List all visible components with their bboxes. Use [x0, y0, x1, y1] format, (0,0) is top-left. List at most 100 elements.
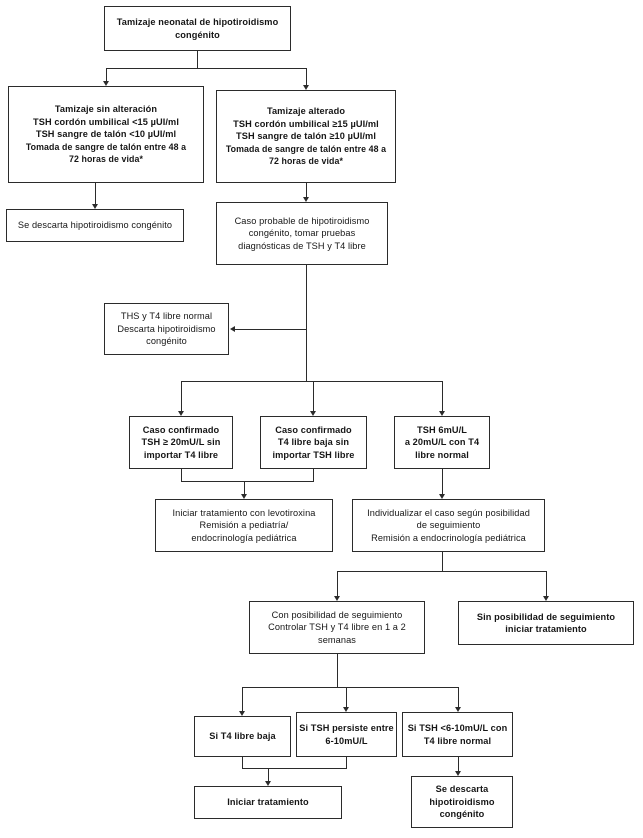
connector-split-resultados	[242, 687, 458, 688]
node-line: Tomada de sangre de talón entre 48 a	[225, 143, 387, 154]
node-line: congénito	[439, 809, 485, 820]
node-line: Descarta hipotiroidismo	[117, 323, 216, 334]
node-line: 72 horas de vida*	[268, 156, 344, 167]
connector-n7-down	[181, 469, 182, 481]
node-line: TSH cordón umbilical <15 µUI/ml	[33, 116, 179, 127]
connector-n12-down	[337, 654, 338, 687]
connector-n8-down	[313, 469, 314, 481]
connector-branch-n15	[346, 687, 347, 707]
node-line: Si TSH <6-10mU/L con	[407, 723, 508, 734]
node-sin-posibilidad-seguimiento: Sin posibilidad de seguimiento iniciar t…	[458, 601, 634, 645]
node-line: TSH sangre de talón ≥10 µUI/ml	[236, 131, 376, 142]
node-line: Se descarta	[435, 784, 489, 795]
node-line: TSH 6mU/L	[417, 424, 467, 435]
connector-merge-n17	[242, 768, 347, 769]
node-line: importar T4 libre	[143, 449, 219, 460]
node-line: Caso confirmado	[142, 424, 220, 435]
connector-to-n3	[306, 68, 307, 85]
arrow-to-n13	[543, 596, 549, 601]
arrow-to-n15	[343, 707, 349, 712]
connector-n9-n11	[442, 469, 443, 494]
arrow-to-n7	[178, 411, 184, 416]
arrow-to-n12	[334, 596, 340, 601]
node-line: importar TSH libre	[272, 449, 355, 460]
node-caso-confirmado-t4: Caso confirmado T4 libre baja sin import…	[260, 416, 367, 469]
connector-split-seguimiento	[337, 571, 546, 572]
connector-branch-n13	[546, 571, 547, 596]
connector-split-top	[106, 68, 306, 69]
node-line: Iniciar tratamiento	[227, 797, 309, 808]
node-line: semanas	[318, 634, 356, 645]
node-tsh-t4-normal: THS y T4 libre normal Descarta hipotiroi…	[104, 303, 229, 355]
node-line: a 20mU/L con T4	[404, 437, 480, 448]
node-line: T4 libre baja sin	[277, 437, 350, 448]
node-tamizaje-sin-alteracion: Tamizaje sin alteración TSH cordón umbil…	[8, 86, 204, 183]
node-line: 72 horas de vida*	[68, 154, 144, 165]
node-line: Remisión a pediatría/	[199, 520, 289, 531]
node-line: Tomada de sangre de talón entre 48 a	[25, 141, 187, 152]
node-line: Tamizaje neonatal de hipotiroidismo	[116, 17, 279, 28]
connector-branch-n8	[313, 381, 314, 411]
node-line: TSH cordón umbilical ≥15 µUI/ml	[233, 118, 379, 129]
arrow-to-n6	[230, 326, 235, 332]
node-line: Caso confirmado	[275, 424, 352, 435]
connector-branch-n16	[458, 687, 459, 707]
node-line: Si TSH persiste entre	[299, 723, 394, 734]
node-line: Se descarta hipotiroidismo congénito	[17, 220, 173, 231]
arrow-n3-n5	[303, 197, 309, 202]
node-line: diagnósticas de TSH y T4 libre	[238, 240, 366, 251]
node-line: Tamizaje alterado	[266, 106, 346, 117]
node-line: TSH sangre de talón <10 µUI/ml	[35, 129, 177, 140]
node-line: libre normal	[415, 449, 469, 460]
node-tamizaje-neonatal: Tamizaje neonatal de hipotiroidismo cong…	[104, 6, 291, 51]
node-line: Remisión a endocrinología pediátrica	[371, 532, 526, 543]
node-tsh-6-20: TSH 6mU/L a 20mU/L con T4 libre normal	[394, 416, 490, 469]
connector-split-confirmados	[181, 381, 442, 382]
node-caso-confirmado-tsh: Caso confirmado TSH ≥ 20mU/L sin importa…	[129, 416, 233, 469]
connector-branch-n7	[181, 381, 182, 411]
connector-to-n2	[106, 68, 107, 81]
connector-n5-down	[306, 265, 307, 381]
arrow-to-n8	[310, 411, 316, 416]
connector-n11-down	[442, 552, 443, 571]
connector-n16-n18	[458, 757, 459, 771]
node-line: T4 libre normal	[423, 735, 492, 746]
arrow-to-n10	[241, 494, 247, 499]
node-si-tsh-menor-6-10: Si TSH <6-10mU/L con T4 libre normal	[402, 712, 513, 757]
node-line: Si T4 libre baja	[209, 731, 276, 742]
connector-n3-n5	[306, 183, 307, 197]
connector-to-n6	[235, 329, 306, 330]
node-tamizaje-alterado: Tamizaje alterado TSH cordón umbilical ≥…	[216, 90, 396, 183]
node-caso-probable: Caso probable de hipotiroidismo congénit…	[216, 202, 388, 265]
node-line: Caso probable de hipotiroidismo	[234, 215, 370, 226]
connector-n1-down	[197, 51, 198, 68]
node-line: congénito	[175, 29, 220, 40]
connector-merge-n10-stem	[244, 481, 245, 494]
node-iniciar-tratamiento-levotiroxina: Iniciar tratamiento con levotiroxina Rem…	[155, 499, 333, 552]
connector-branch-n9	[442, 381, 443, 411]
connector-n15-down	[346, 757, 347, 768]
node-line: Tamizaje sin alteración	[54, 104, 158, 115]
node-line: congénito	[146, 336, 187, 347]
node-individualizar-caso: Individualizar el caso según posibilidad…	[352, 499, 545, 552]
arrow-to-n3	[303, 85, 309, 90]
connector-branch-n14	[242, 687, 243, 711]
connector-n2-n4	[95, 183, 96, 204]
arrow-to-n14	[239, 711, 245, 716]
node-iniciar-tratamiento: Iniciar tratamiento	[194, 786, 342, 819]
connector-merge-n17-stem	[268, 768, 269, 781]
node-line: TSH ≥ 20mU/L sin	[141, 437, 221, 448]
arrow-to-n9	[439, 411, 445, 416]
arrow-to-n11	[439, 494, 445, 499]
node-line: de seguimiento	[416, 520, 481, 531]
node-se-descarta-hipotiroidismo: Se descarta hipotiroidismo congénito	[6, 209, 184, 242]
arrow-to-n2	[103, 81, 109, 86]
connector-branch-n12	[337, 571, 338, 596]
node-line: Iniciar tratamiento con levotiroxina	[172, 507, 316, 518]
node-line: iniciar tratamiento	[505, 624, 587, 634]
arrow-to-n17	[265, 781, 271, 786]
node-se-descarta-hipotiroidismo-final: Se descarta hipotiroidismo congénito	[411, 776, 513, 828]
node-line: Controlar TSH y T4 libre en 1 a 2	[268, 622, 406, 633]
connector-n14-down	[242, 757, 243, 768]
